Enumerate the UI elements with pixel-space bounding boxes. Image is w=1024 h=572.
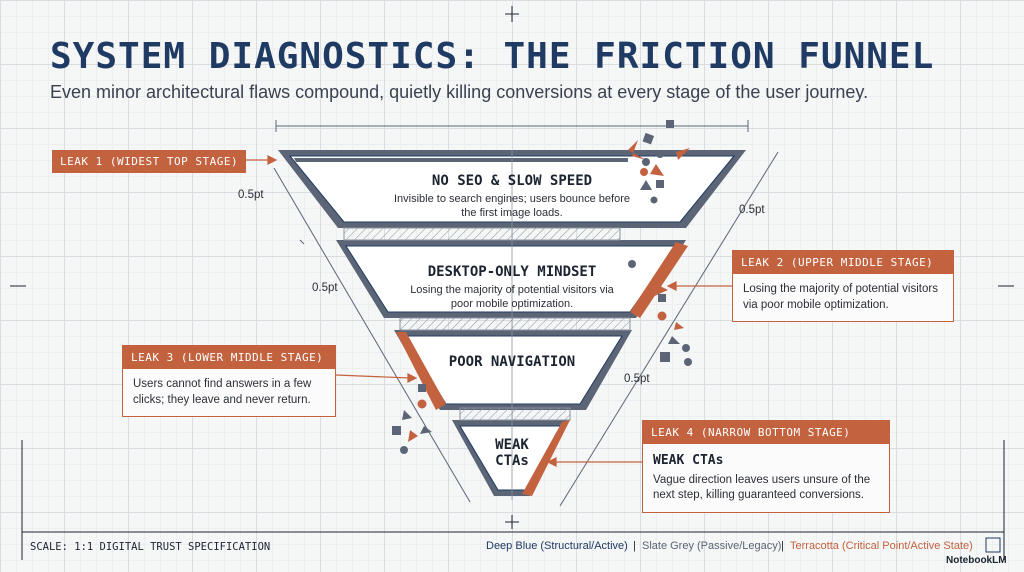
leak-2-label: LEAK 2 (UPPER MIDDLE STAGE) — [733, 251, 953, 274]
page-subtitle: Even minor architectural flaws compound,… — [50, 82, 869, 102]
leak-4-text: Vague direction leaves users unsure of t… — [653, 473, 871, 502]
page-title: SYSTEM DIAGNOSTICS: THE FRICTION FUNNEL — [50, 36, 935, 77]
notebooklm-brand: NotebookLM — [946, 555, 1007, 566]
funnel-stage-3 — [394, 317, 632, 410]
legend-separator: | — [633, 540, 636, 552]
crosshair-marks — [10, 6, 1014, 529]
dimension-label: 0.5pt — [238, 189, 264, 201]
leak-1-tag: LEAK 1 (WIDEST TOP STAGE) — [52, 150, 247, 173]
stage-1-title: NO SEO & SLOW SPEED — [431, 173, 593, 189]
leak-4-heading: WEAK CTAs — [653, 453, 724, 468]
top-dimension-line — [275, 120, 749, 132]
leak-2-text: Losing the majority of potential visitor… — [743, 283, 938, 311]
stage-2-title: DESKTOP-ONLY MINDSET — [427, 264, 597, 280]
dimension-label: 0.5pt — [739, 204, 765, 216]
leak-4-card: LEAK 4 (NARROW BOTTOM STAGE) WEAK CTAs V… — [642, 420, 890, 513]
stage-1-desc: Invisible to search engines; users bounc… — [393, 193, 631, 220]
legend-deep-blue: Deep Blue (Structural/Active) — [486, 540, 628, 552]
dimension-label: 0.5pt — [312, 282, 338, 294]
leak-2-card: LEAK 2 (UPPER MIDDLE STAGE) Losing the m… — [732, 250, 954, 323]
stage-2-desc: Losing the majority of potential visitor… — [410, 284, 614, 311]
legend-terracotta: Terracotta (Critical Point/Active State) — [790, 540, 973, 552]
leak-debris — [392, 120, 692, 454]
legend-slate-grey: Slate Grey (Passive/Legacy) — [642, 540, 782, 552]
dimension-label: 0.5pt — [624, 373, 650, 385]
stage-4-title: WEAK CTAs — [495, 437, 529, 470]
funnel-stage-2 — [336, 227, 688, 318]
leak-3-card: LEAK 3 (LOWER MIDDLE STAGE) Users cannot… — [122, 345, 336, 418]
leak-4-label: LEAK 4 (NARROW BOTTOM STAGE) — [643, 421, 889, 444]
diagonal-dimension-lines — [273, 151, 779, 507]
stage-3-title: POOR NAVIGATION — [448, 354, 576, 370]
leak-arrows — [232, 155, 732, 467]
scale-spec: SCALE: 1:1 DIGITAL TRUST SPECIFICATION — [30, 541, 271, 553]
legend-separator: | — [781, 540, 784, 552]
cube-icon — [985, 537, 1001, 553]
funnel-stage-4 — [452, 407, 571, 496]
leak-3-text: Users cannot find answers in a few click… — [133, 378, 312, 406]
leak-3-label: LEAK 3 (LOWER MIDDLE STAGE) — [123, 346, 335, 369]
